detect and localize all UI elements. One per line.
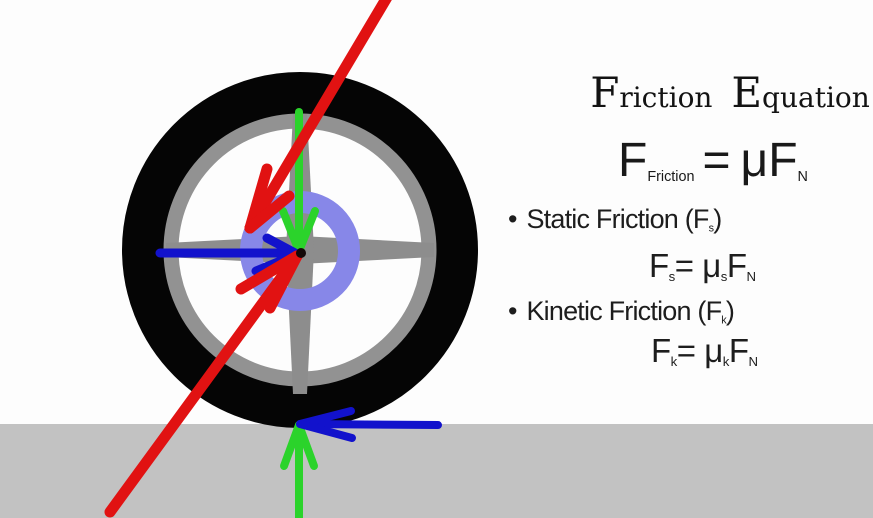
outgoing-arrow-shaft [104, 250, 303, 518]
force-symbol: F [649, 247, 669, 284]
friction-arrowhead-lower-barb [296, 420, 356, 442]
force-symbol: F [651, 332, 671, 369]
kinetic-label-subscript: k [721, 314, 726, 327]
incoming-arrowhead-right-barb [244, 190, 295, 234]
mu-subscript: s [720, 269, 728, 285]
main-friction-equation: FFriction =μFN [618, 134, 808, 187]
force-subscript: Friction [647, 169, 695, 186]
bullet-dot: • [508, 296, 518, 326]
outgoing-diagonal-force-arrow [104, 250, 303, 518]
axle-center-dot [296, 248, 306, 258]
static-label-subscript: s [708, 222, 714, 235]
equals-mu: = μ [676, 332, 723, 369]
mu-subscript: k [722, 354, 730, 370]
incoming-arrow-shaft [244, 0, 392, 234]
applied-arrowhead-upper-barb [262, 233, 300, 258]
mu-force-symbol: μF [740, 134, 798, 187]
normal-subscript: N [797, 169, 808, 186]
static-label-close: ) [713, 204, 722, 234]
kinetic-friction-equation: Fk= μkFN [651, 332, 758, 370]
ground-surface [0, 424, 873, 518]
weight-arrowhead-left-barb [279, 207, 303, 255]
normal-arrowhead-left-barb [280, 421, 303, 470]
normal-force-arrow [280, 421, 318, 518]
friction-force-arrow [296, 407, 442, 442]
normal-subscript: N [748, 354, 759, 370]
static-friction-equation: Fs= μsFN [649, 247, 756, 285]
outgoing-arrowhead-right-barb [264, 250, 303, 314]
static-label: Static Friction (F [526, 204, 709, 234]
normal-arrowhead-right-barb [295, 421, 318, 470]
equals-sign: = [702, 134, 731, 187]
normal-subscript: N [746, 269, 757, 285]
kinetic-label-close: ) [725, 296, 735, 326]
friction-arrowhead-upper-barb [296, 407, 355, 428]
weight-arrow [279, 108, 319, 255]
incoming-diagonal-force-arrow [244, 0, 392, 234]
bullet-dot: • [508, 204, 518, 234]
title-word-equation: Equation [731, 68, 870, 117]
normal-force-symbol: F [726, 247, 747, 284]
tire-ring [122, 72, 478, 428]
force-symbol: F [618, 134, 648, 187]
equals-mu: = μ [674, 247, 721, 284]
friction-arrow-shaft [297, 420, 442, 429]
bullet-static-friction: • Static Friction (Fs) [508, 204, 722, 235]
outgoing-arrowhead-left-barb [235, 250, 303, 295]
bullet-kinetic-friction: • Kinetic Friction (Fk) [508, 296, 735, 327]
force-subscript: k [670, 354, 678, 370]
title-friction-equation: Friction Equation [590, 63, 870, 124]
title-word-friction: Friction [590, 68, 713, 117]
incoming-arrowhead-left-barb [244, 163, 273, 234]
weight-arrowhead-right-barb [295, 207, 319, 255]
force-subscript: s [668, 269, 676, 285]
normal-force-symbol: F [728, 332, 749, 369]
kinetic-label: Kinetic Friction (F [526, 296, 722, 326]
